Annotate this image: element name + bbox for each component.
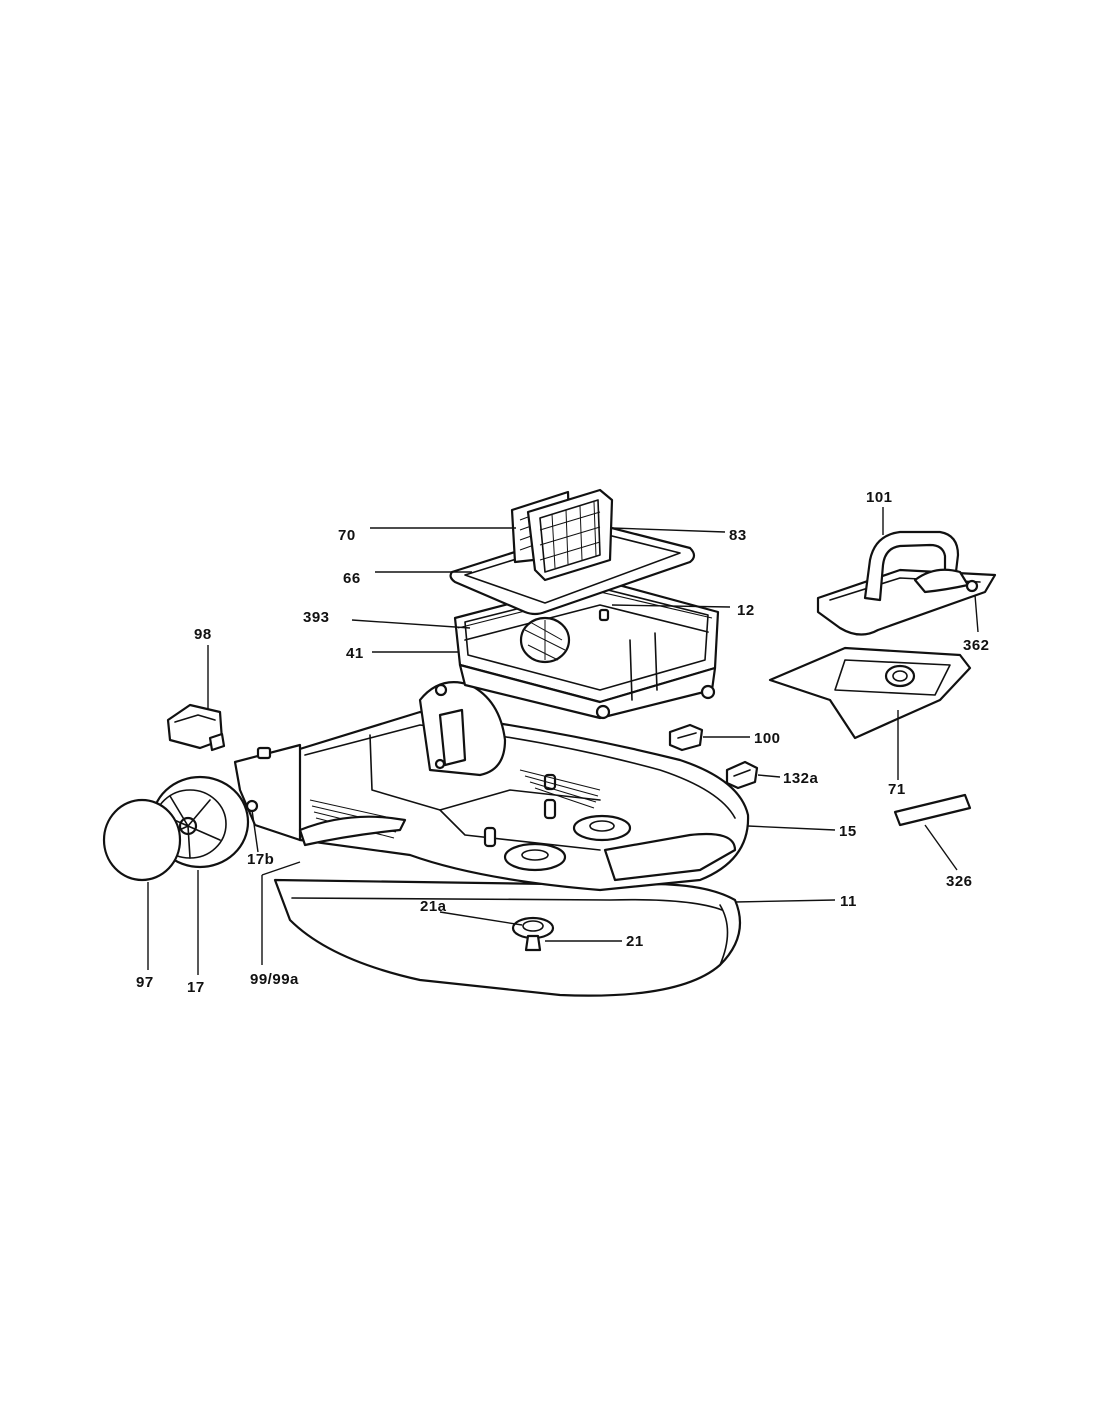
dust-container-part-41 [453,578,720,720]
caster-part-21 [511,916,555,952]
dust-bag-part-71 [768,646,972,740]
label-393: 393 [303,609,330,626]
clip-part-132a [725,760,759,790]
label-71: 71 [888,781,906,798]
cord-clamp-part-98 [166,703,226,752]
label-21a: 21a [420,898,447,915]
clip-part-100 [668,723,704,752]
label-98: 98 [194,626,212,643]
label-99-99a: 99/99a [250,971,299,988]
label-66: 66 [343,570,361,587]
label-17b: 17b [247,851,274,868]
label-97: 97 [136,974,154,991]
label-15: 15 [839,823,857,840]
label-326: 326 [946,873,973,890]
leader-lines [147,507,979,975]
label-11: 11 [840,893,857,910]
handle-tray-part-101 [816,530,997,636]
label-100: 100 [754,730,781,747]
label-101: 101 [866,489,893,506]
label-362: 362 [963,637,990,654]
label-21: 21 [626,933,644,950]
label-17: 17 [187,979,205,996]
label-83: 83 [729,527,747,544]
label-12: 12 [737,602,755,619]
hubcap-part-97 [102,798,182,882]
label-132a: 132a [783,770,819,787]
label-70: 70 [338,527,356,544]
tube-part-326 [893,793,972,827]
filter-cover-part-83 [526,488,614,582]
label-41: 41 [346,645,364,662]
bottom-housing-part-11 [273,878,742,997]
main-chassis-part-15 [233,681,750,892]
part-labels: 70 83 66 393 12 41 98 101 362 100 132a 7… [136,489,990,996]
